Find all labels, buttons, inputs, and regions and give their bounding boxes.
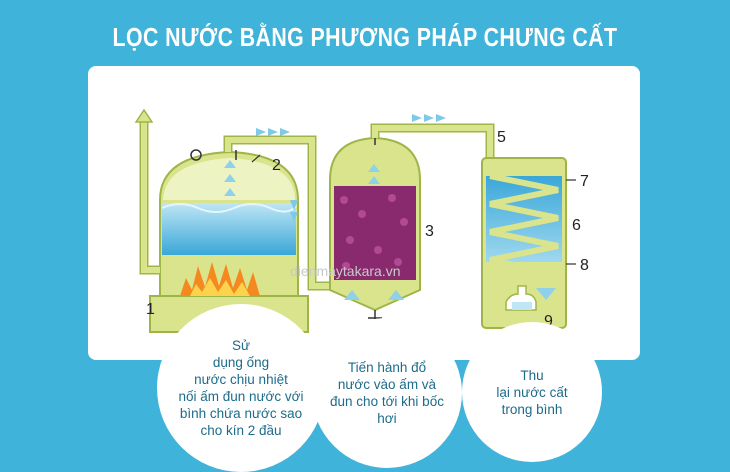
condenser — [481, 157, 567, 329]
label-6: 6 — [572, 217, 581, 234]
distillation-diagram: 1 2 3 5 6 7 8 9 dienmaytakara.vn — [134, 108, 589, 333]
watermark-text: dienmaytakara.vn — [290, 263, 401, 279]
connecting-pipe-1 — [223, 135, 330, 291]
label-2: 2 — [272, 157, 281, 174]
step-3-text: Thu lại nước cất trong bình — [496, 367, 568, 417]
label-9: 9 — [544, 313, 553, 330]
step-2-text: Tiến hành đổ nước vào ấm và đun cho tới … — [330, 360, 444, 426]
step-1-bubble: Sử dụng ống nước chịu nhiệt nối ấm đun n… — [157, 304, 325, 472]
label-8: 8 — [580, 257, 589, 274]
label-5: 5 — [497, 129, 506, 146]
label-7: 7 — [580, 173, 589, 190]
connecting-pipe-2 — [370, 123, 495, 160]
step-2-bubble: Tiến hành đổ nước vào ấm và đun cho tới … — [312, 318, 462, 468]
collecting-bottle — [505, 285, 537, 311]
label-1: 1 — [146, 301, 155, 318]
vent-pipe — [134, 108, 160, 275]
step-1-text: Sử dụng ống nước chịu nhiệt nối ấm đun n… — [178, 338, 304, 438]
boiler-vessel — [149, 149, 309, 333]
page-title: LỌC NƯỚC BẰNG PHƯƠNG PHÁP CHƯNG CẤT — [112, 22, 618, 52]
flow-arrows — [256, 114, 446, 222]
label-3: 3 — [425, 223, 434, 240]
berry-vessel — [329, 135, 421, 322]
step-3-bubble: Thu lại nước cất trong bình — [462, 322, 602, 462]
